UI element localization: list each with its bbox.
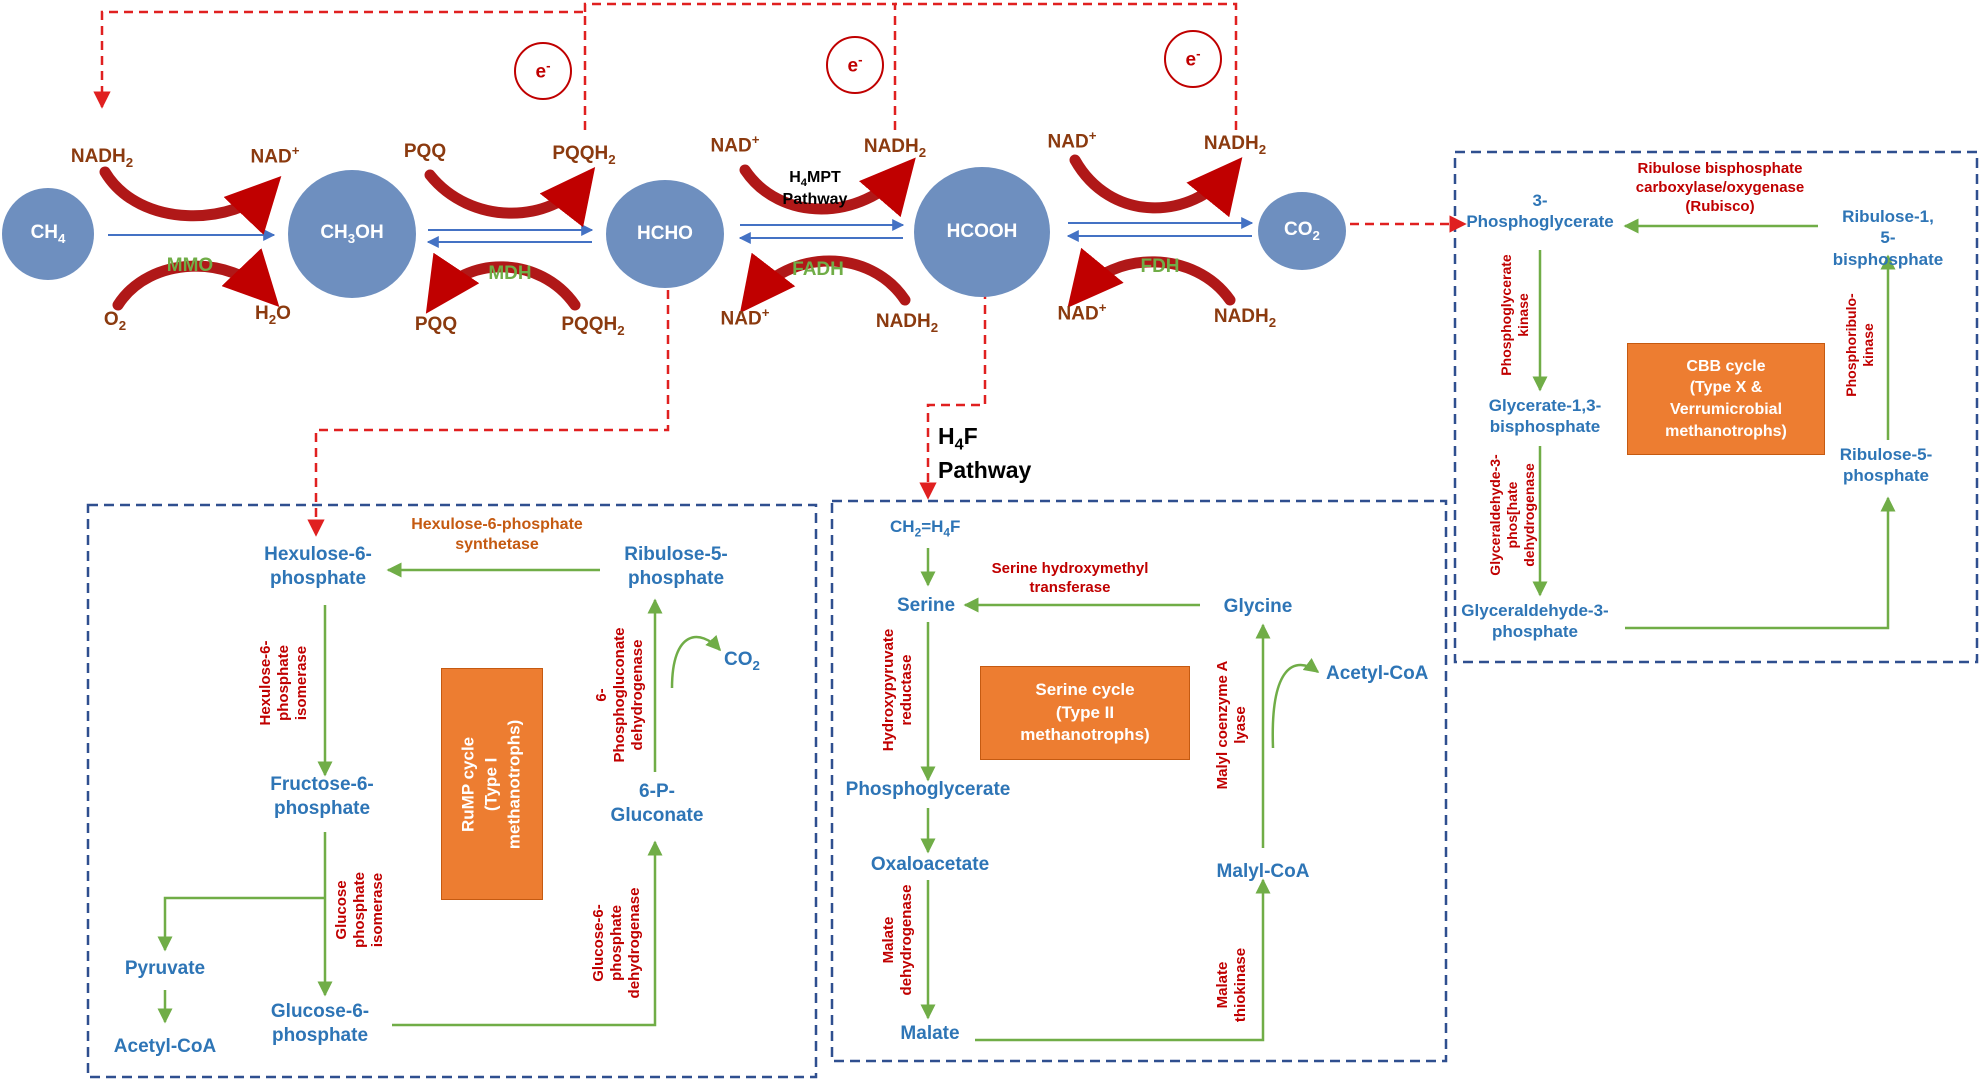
- enzyme-hexulose-6-phosphate-isomerase: Hexulose-6- phosphate isomerase: [257, 640, 310, 726]
- electron-circle-3: e-: [1164, 30, 1222, 88]
- hcho-node: HCHO: [606, 180, 724, 288]
- ch4-node: CH4: [2, 188, 94, 280]
- malate: Malate: [900, 1023, 960, 1044]
- malyl-coa: Malyl-CoA: [1216, 861, 1310, 882]
- serine-cycle-box: [830, 499, 1448, 1063]
- ribulose-1-5-bisphosphate: Ribulose-1, 5- bisphosphate: [1832, 207, 1944, 269]
- enzyme-mmo: MMO: [166, 255, 214, 276]
- cbb-cycle-box-label: CBB cycle (Type X & Verrumicrobial metha…: [1627, 343, 1825, 455]
- acetyl-coa-serine: Acetyl-CoA: [1326, 663, 1429, 684]
- hexulose-6-phosphate: Hexulose-6- phosphate: [264, 544, 372, 589]
- enzyme-phosphoribulokinase: Phosphoribulo- kinase: [1843, 293, 1876, 397]
- co2-label: CO2: [1284, 219, 1320, 243]
- nadh2-label-4: NADH2: [1203, 133, 1267, 157]
- enzyme-malyl-coenzyme-a-lyase: Malyl coenzyme A lyase: [1214, 660, 1249, 790]
- rump-cycle-box-label: RuMP cycle (Type I methanotrophs): [441, 668, 543, 900]
- nad-label-4: NAD+: [1047, 128, 1097, 153]
- glycerate-1-3-bisphosphate: Glycerate-1,3- bisphosphate: [1488, 396, 1602, 437]
- 3-phosphoglycerate: 3- Phosphoglycerate: [1466, 191, 1614, 232]
- glycine: Glycine: [1223, 596, 1293, 617]
- enzyme-serine-hydroxymethyl-transferase: Serine hydroxymethyl transferase: [991, 560, 1149, 596]
- hcooh-label: HCOOH: [946, 221, 1018, 242]
- nad-label-5: NAD+: [1057, 300, 1107, 325]
- nadh2-label-2: NADH2: [863, 136, 927, 160]
- enzyme-fdh: FDH: [1140, 256, 1180, 277]
- serine-arrows: [920, 548, 1320, 1042]
- co2-node: CO2: [1258, 192, 1346, 270]
- o2-label: O2: [103, 309, 127, 333]
- oxaloacetate: Oxaloacetate: [870, 854, 990, 875]
- nadh2-label-3: NADH2: [875, 311, 939, 335]
- serine: Serine: [896, 595, 956, 616]
- glyceraldehyde-3-phosphate: Glyceraldehyde-3- phosphate: [1461, 601, 1609, 642]
- enzyme-phosphoglycerate-kinase: Phosphoglycerate kinase: [1498, 254, 1531, 376]
- rump-arrows: [157, 562, 722, 1027]
- hcooh-node: HCOOH: [914, 167, 1050, 297]
- enzyme-6-phosphogluconate-dehydrogenase: 6- Phosphogluconate dehydrogenase: [593, 627, 646, 763]
- fructose-6-phosphate: Fructose-6- phosphate: [270, 774, 374, 819]
- nadh2-label-5: NADH2: [1213, 306, 1277, 330]
- enzyme-fadh: FADH: [792, 259, 844, 280]
- enzyme-malate-dehydrogenase: Malate dehydrogenase: [880, 884, 915, 996]
- enzyme-glucose-6-phosphate-dehydrogenase: Glucose-6- phosphate dehydrogenase: [590, 887, 643, 999]
- serine-cycle-box-label: Serine cycle (Type II methanotrophs): [980, 666, 1190, 760]
- phosphoglycerate-serine: Phosphoglycerate: [845, 779, 1011, 800]
- enzyme-hydroxypyruvate-reductase: Hydroxypyruvate reductase: [880, 628, 915, 752]
- rump-cycle-box: [86, 503, 818, 1079]
- ch4-label: CH4: [30, 222, 66, 246]
- enzyme-hexulose-6-phosphate-synthetase: Hexulose-6-phosphate synthetase: [411, 516, 583, 553]
- cbb-arrows: [1532, 218, 1896, 630]
- hcho-label: HCHO: [637, 223, 693, 244]
- enzyme-glyceraldehyde-3-phosphate-dehydrogenase: Glyceraldehyde-3- phos[hate dehydrogenas…: [1486, 454, 1537, 576]
- h2o-label: H2O: [255, 303, 291, 327]
- pqq-label-2: PQQ: [414, 314, 458, 335]
- glucose-6-phosphate: Glucose-6- phosphate: [270, 1001, 370, 1046]
- nad-label-1: NAD+: [250, 143, 300, 168]
- ch2-h4f: CH2=H4F: [890, 517, 961, 540]
- ch3oh-label: CH3OH: [320, 222, 384, 246]
- cofactor-curved-arrows: [99, 154, 1243, 314]
- enzyme-glucose-phosphate-isomerase: Glucose phosphate isomerase: [333, 872, 386, 948]
- enzyme-rubisco: Ribulose bisphosphate carboxylase/oxygen…: [1635, 160, 1805, 215]
- 6-p-gluconate: 6-P- Gluconate: [610, 781, 704, 826]
- pqq-label-1: PQQ: [403, 141, 447, 162]
- ribulose-5-phosphate-rump: Ribulose-5- phosphate: [624, 544, 728, 589]
- cbb-cycle-box: [1453, 150, 1979, 664]
- ribulose-5-phosphate-cbb: Ribulose-5- phosphate: [1839, 445, 1933, 486]
- enzyme-malate-thiokinase: Malate thiokinase: [1214, 947, 1249, 1023]
- acetyl-coa-rump: Acetyl-CoA: [113, 1036, 217, 1057]
- pyruvate: Pyruvate: [124, 958, 206, 979]
- co2-rump: CO2: [724, 649, 760, 673]
- pqqh2-label-1: PQQH2: [552, 143, 616, 167]
- nadh2-label-1: NADH2: [70, 146, 134, 170]
- electron-circle-1: e-: [514, 42, 572, 100]
- ch3oh-node: CH3OH: [288, 170, 416, 298]
- nad-label-3: NAD+: [720, 305, 770, 330]
- nad-label-2: NAD+: [710, 132, 760, 157]
- electron-flow-lines: [93, 2, 1467, 537]
- pqqh2-label-2: PQQH2: [561, 314, 625, 338]
- electron-circle-2: e-: [826, 36, 884, 94]
- enzyme-mdh: MDH: [488, 263, 532, 284]
- main-reaction-arrows: [108, 217, 1254, 248]
